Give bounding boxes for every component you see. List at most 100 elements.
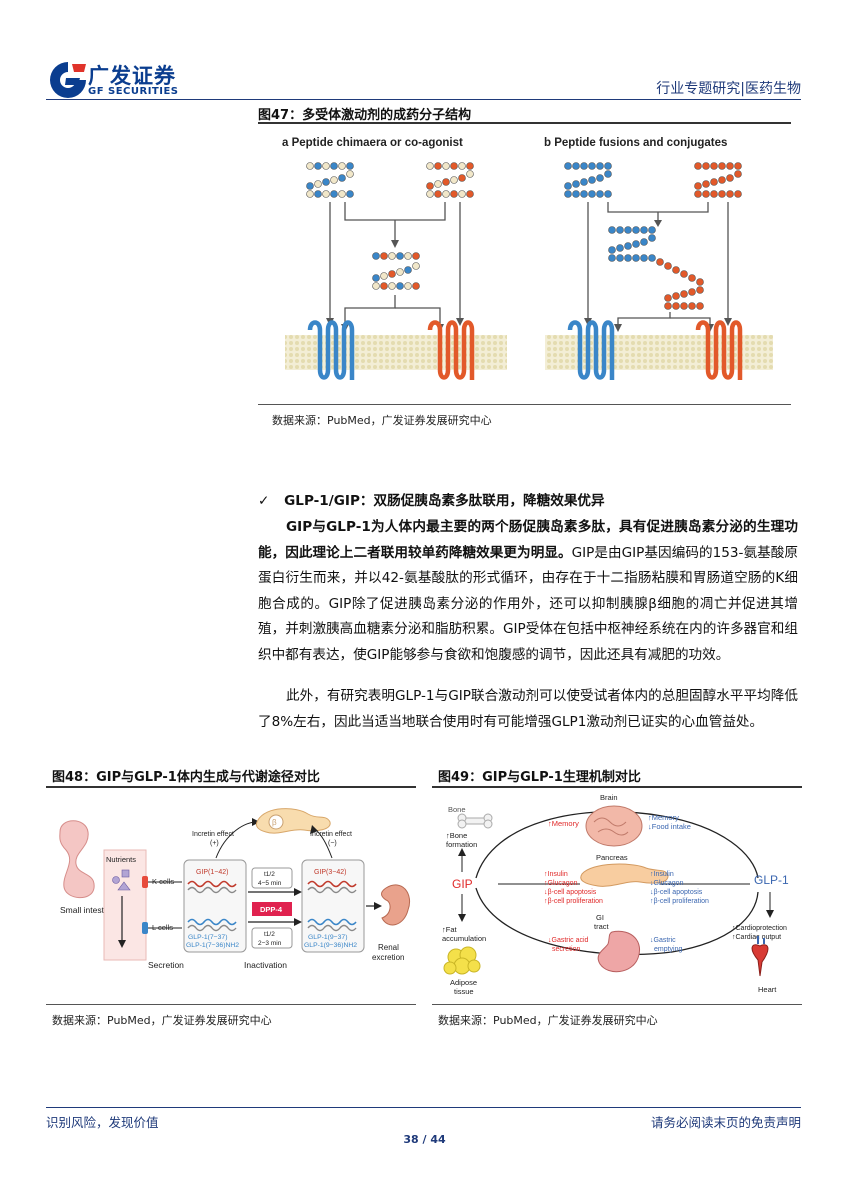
bone-label: Bone xyxy=(448,805,466,814)
glp-full1-label: GLP-1(7−37) xyxy=(188,934,227,941)
inactivation-label: Inactivation xyxy=(244,960,287,970)
gastric-acid-2: secretion xyxy=(552,946,581,953)
fig48-top-rule xyxy=(46,786,416,788)
peptide-chain-b-right-icon xyxy=(694,162,742,198)
cardioprotection: ↑Cardioprotection xyxy=(732,925,787,932)
peptide-fusion-icon xyxy=(608,226,704,310)
bone-formation-1: Bone xyxy=(450,831,468,840)
fig49-bottom-rule xyxy=(432,1004,802,1005)
prolif-right: ↑β-cell proliferation xyxy=(650,898,709,905)
fig48-bottom-rule xyxy=(46,1004,416,1005)
insulin-right: ↑Insulin xyxy=(650,871,674,878)
fat-2: accumulation xyxy=(442,934,486,943)
fig47-bottom-rule xyxy=(258,404,791,405)
fig48-title: 图48：GIP与GLP-1体内生成与代谢途径对比 xyxy=(52,770,320,785)
gastric-empty-2: emptying xyxy=(654,946,683,953)
peptide-chain-b-left-icon xyxy=(564,162,612,198)
half-life-glp-box xyxy=(251,927,293,949)
heart-icon xyxy=(751,936,769,977)
gastric-acid-1: ↓Gastric acid xyxy=(548,937,589,944)
cardiac-output: ↑Cardiac output xyxy=(732,934,781,941)
section-heading: ✓ GLP-1/GIP：双肠促胰岛素多肽联用，降糖效果优异 xyxy=(258,489,605,509)
panel-a-label: a Peptide chimaera or co-agonist xyxy=(282,137,463,149)
check-icon: ✓ xyxy=(258,493,270,509)
gip-label: GIP xyxy=(452,877,473,891)
memory-left: ↑Memory xyxy=(548,819,579,828)
fig48-source: 数据来源：PubMed，广发证券发展研究中心 xyxy=(52,1014,272,1027)
small-intestine-icon xyxy=(59,820,95,899)
gip-full-label: GIP(1−42) xyxy=(196,869,229,876)
food-intake: ↓Food intake xyxy=(648,822,691,831)
memory-right: ↑Memory xyxy=(648,813,679,822)
heart-label: Heart xyxy=(758,985,777,994)
secretion-label: Secretion xyxy=(148,960,184,970)
prolif-left: ↑β-cell proliferation xyxy=(544,898,603,905)
fig47-diagram: a Peptide chimaera or co-agonist b Pepti… xyxy=(282,137,773,380)
fig49-top-rule xyxy=(432,786,802,788)
membrane-b xyxy=(545,335,773,370)
pancreas-label: Pancreas xyxy=(596,853,628,862)
nutrients-label: Nutrients xyxy=(106,855,136,864)
bone-icon xyxy=(457,813,493,829)
gip-chain-icon xyxy=(187,880,237,888)
fig49-title: 图49：GIP与GLP-1生理机制对比 xyxy=(438,770,641,785)
half-life-gip-box xyxy=(251,867,293,889)
gastric-empty-1: ↓Gastric xyxy=(650,937,676,944)
small-intestine-label: Small intestine xyxy=(60,905,116,915)
brand-logo-icon xyxy=(50,62,86,98)
footer-slogan: 识别风险，发现价值 xyxy=(46,1115,159,1130)
footer-disclaimer: 请务必阅读末页的免责声明 xyxy=(650,1115,801,1130)
paragraph-1-rest: GIP是由GIP基因编码的153-氨基酸原蛋白衍生而来，并以42-氨基酸肽的形式… xyxy=(258,544,798,663)
t-half-1-label: t1/2 xyxy=(264,871,275,878)
dpp4-label: DPP-4 xyxy=(260,905,283,914)
apoptosis-left: ↓β-cell apoptosis xyxy=(544,889,597,896)
intestine-wall xyxy=(103,849,147,961)
glp-full2-label: GLP-1(7−36)NH2 xyxy=(186,942,239,949)
footer-divider xyxy=(46,1107,801,1108)
panel-b-label: b Peptide fusions and conjugates xyxy=(544,137,727,149)
dpp4-badge xyxy=(252,902,292,916)
gip-cut-label: GIP(3−42) xyxy=(314,869,347,876)
gi-label-2: tract xyxy=(594,922,610,931)
receptor-blue-a-icon xyxy=(307,320,355,380)
fig47-title: 图47：多受体激动剂的成药分子结构 xyxy=(258,108,472,123)
fat-label: ↑Fat xyxy=(442,925,458,934)
glp-cut1-label: GLP-1(9−37) xyxy=(308,934,347,941)
t-half-2-label: t1/2 xyxy=(264,931,275,938)
receptor-orange-a-icon xyxy=(427,320,475,380)
svg-text:β: β xyxy=(272,818,277,827)
incretin-neg-label: Incretin effect xyxy=(310,831,352,838)
t-half-2-value: 2−3 min xyxy=(258,940,282,947)
fig47-source: 数据来源：PubMed，广发证券发展研究中心 xyxy=(272,414,492,427)
apoptosis-right: ↓β-cell apoptosis xyxy=(650,889,703,896)
bone-formation-label: ↑Bone xyxy=(446,831,467,840)
report-type: 行业专题研究|医药生物 xyxy=(656,81,801,97)
k-cell-icon xyxy=(142,876,148,888)
fig49-source: 数据来源：PubMed，广发证券发展研究中心 xyxy=(438,1014,658,1027)
glucagon-left: ↑Glucagon xyxy=(544,880,578,887)
paragraph-1: GIP与GLP-1为人体内最主要的两个肠促胰岛素多肽，具有促进胰岛素分泌的生理功… xyxy=(258,515,798,668)
fig48-diagram: Small intestine Nutrients K cells L cell… xyxy=(59,808,410,970)
peptide-chain-a-right-icon xyxy=(426,162,474,198)
logo-cn-text: 广发证券 xyxy=(88,64,176,88)
incretin-pos-label: Incretin effect xyxy=(192,831,234,838)
section-heading-text: GLP-1/GIP：双肠促胰岛素多肽联用，降糖效果优异 xyxy=(284,493,605,509)
page-number: 38 / 44 xyxy=(403,1133,446,1146)
incretin-neg-sign: (−) xyxy=(328,840,337,847)
bone-formation-2: formation xyxy=(446,840,477,849)
incretin-pos-sign: (+) xyxy=(210,840,219,847)
excretion-label: excretion xyxy=(372,953,404,962)
gi-label-1: GI xyxy=(596,913,604,922)
glucagon-right: ↓Glucagon xyxy=(650,880,684,887)
logo-en-text: GF SECURITIES xyxy=(88,86,179,97)
pancreas-organ-icon xyxy=(580,863,669,887)
receptor-blue-b-icon xyxy=(567,320,615,380)
peptide-chimaera-icon xyxy=(372,252,420,290)
nutrients-icon xyxy=(112,869,131,891)
paragraph-2: 此外，有研究表明GLP-1与GIP联合激动剂可以使受试者体内的总胆固醇水平平均降… xyxy=(258,688,798,730)
paragraph-1-bold: GIP与GLP-1为人体内最主要的两个肠促胰岛素多肽，具有促进胰岛素分泌的生理功… xyxy=(258,519,798,561)
header-divider xyxy=(46,99,801,100)
glp1-label: GLP-1 xyxy=(754,873,789,887)
pancreas-icon: β xyxy=(255,808,331,834)
fat-1: Fat xyxy=(446,925,458,934)
